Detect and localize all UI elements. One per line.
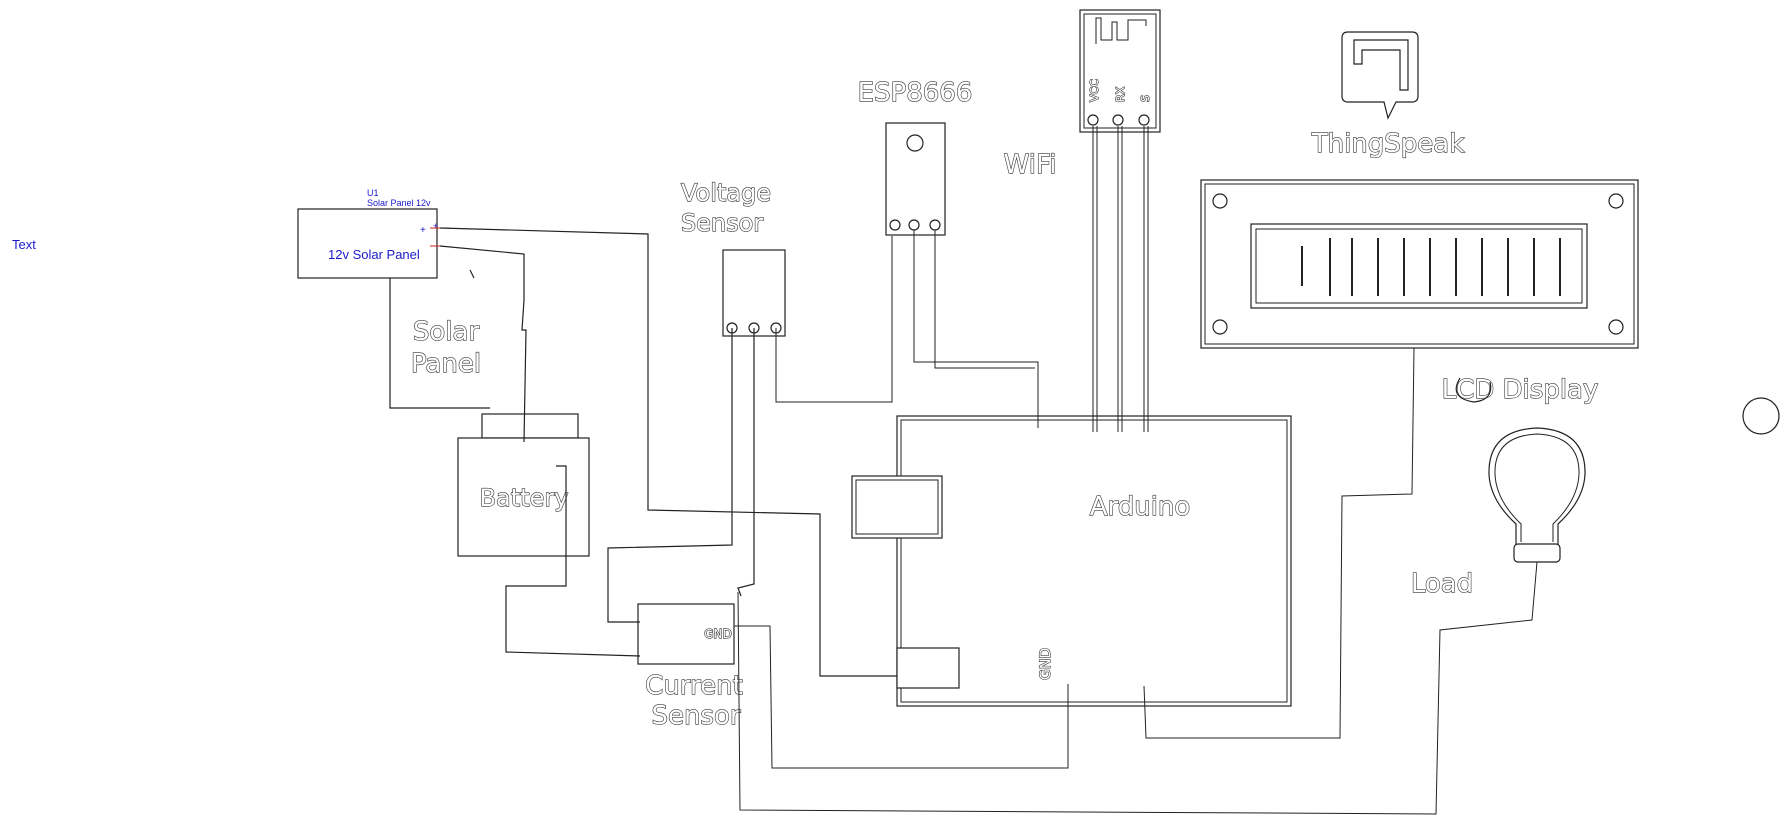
wifi-pin-rx-label: RX bbox=[1114, 86, 1127, 102]
voltage-sensor-box bbox=[722, 249, 786, 337]
arduino-gnd-label: GND bbox=[1038, 648, 1054, 680]
solar-panel-box bbox=[297, 208, 438, 279]
thingspeak-icon: ThingSpeak bbox=[1310, 31, 1465, 160]
side-text-label: Text bbox=[12, 237, 36, 252]
current-sensor-label-line2: Sensor bbox=[651, 701, 740, 731]
voltage-sensor-label-line2: Sensor bbox=[681, 209, 763, 237]
lcd-label: LCD Display bbox=[1442, 375, 1599, 405]
u1-plus-a: + bbox=[420, 225, 426, 236]
battery-body bbox=[457, 437, 590, 557]
wifi-module-box bbox=[1079, 9, 1161, 133]
u1-ref-label: U1 bbox=[367, 188, 379, 198]
battery-symbol: Battery bbox=[457, 413, 590, 557]
current-sensor-gnd-label: GND bbox=[704, 627, 732, 641]
thingspeak-label: ThingSpeak bbox=[1311, 129, 1465, 159]
u1-value-label: Solar Panel 12v bbox=[367, 198, 431, 208]
wifi-module-symbol: VCC RX S bbox=[1079, 9, 1161, 133]
circle-shape bbox=[1742, 397, 1780, 435]
esp-module-symbol: ESP8666 bbox=[857, 77, 973, 236]
current-sensor-box bbox=[637, 603, 735, 665]
solar-panel-symbol: U1 Solar Panel 12v 12v Solar Panel + + bbox=[297, 188, 450, 279]
voltage-sensor-symbol: Voltage Sensor bbox=[680, 178, 786, 337]
load-label: Load bbox=[1411, 569, 1473, 599]
solar-label-line1: Solar bbox=[413, 317, 480, 347]
u1-plus-b: + bbox=[433, 221, 438, 231]
wifi-pin-vcc-label: VCC bbox=[1088, 79, 1101, 102]
lightbulb-icon: Load bbox=[1410, 427, 1586, 600]
battery-terminal bbox=[481, 413, 579, 439]
current-sensor-label-line1: Current bbox=[645, 671, 743, 701]
u1-name-label: 12v Solar Panel bbox=[328, 247, 420, 262]
wifi-pin-s-label: S bbox=[1139, 95, 1152, 102]
arduino-power-jack bbox=[896, 647, 960, 689]
current-sensor-symbol: GND Current Sensor bbox=[637, 603, 743, 732]
wifi-antenna-trace bbox=[1095, 17, 1147, 44]
lcd-screen bbox=[1250, 223, 1588, 309]
voltage-sensor-label-line1: Voltage bbox=[681, 179, 771, 207]
arduino-board-symbol: Arduino GND bbox=[851, 415, 1292, 707]
arduino-label: Arduino bbox=[1090, 492, 1191, 522]
solar-label-line2: Panel bbox=[411, 349, 481, 379]
battery-label: Battery bbox=[480, 484, 569, 512]
esp-label: ESP8666 bbox=[858, 78, 973, 108]
arduino-usb-jack bbox=[851, 475, 943, 539]
arduino-board bbox=[896, 415, 1292, 707]
lcd-display-symbol: LCD Display bbox=[1200, 179, 1639, 406]
wiring bbox=[389, 126, 1538, 815]
wifi-label: WiFi bbox=[1004, 150, 1057, 180]
